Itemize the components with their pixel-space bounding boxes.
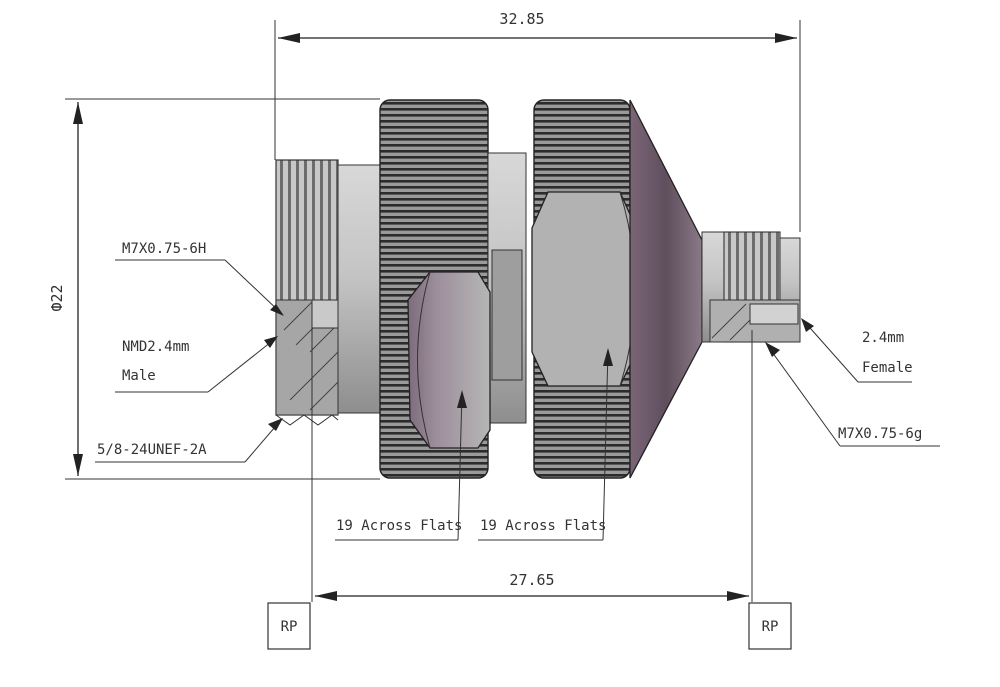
m7-6h-label: M7X0.75-6H <box>122 241 206 257</box>
across-flats-left-label: 19 Across Flats <box>336 518 462 534</box>
callout-m7-6h: M7X0.75-6H <box>115 241 284 316</box>
callout-unef: 5/8-24UNEF-2A <box>95 418 283 463</box>
overall-length-value: 32.85 <box>499 10 544 28</box>
callout-m7-6g: M7X0.75-6g <box>765 342 940 447</box>
female-label-line1: 2.4mm <box>862 330 904 346</box>
callout-female: 2.4mm Female <box>801 318 913 383</box>
unef-label: 5/8-24UNEF-2A <box>97 442 207 458</box>
m7-6g-label: M7X0.75-6g <box>838 426 922 442</box>
callout-across-flats-left: 19 Across Flats <box>335 390 467 541</box>
callout-nmd-male: NMD2.4mm Male <box>115 336 278 393</box>
rp-right-label: RP <box>762 619 779 635</box>
rp-left-label: RP <box>281 619 298 635</box>
rp-to-rp-value: 27.65 <box>509 571 554 589</box>
female-label-line2: Female <box>862 360 913 376</box>
diameter-value: Ф22 <box>48 284 66 311</box>
nmd-label-line1: NMD2.4mm <box>122 339 189 355</box>
reference-point-right: RP <box>748 602 792 650</box>
dimension-overall-length: 32.85 <box>274 10 801 232</box>
connector-body <box>275 99 801 479</box>
across-flats-right-label: 19 Across Flats <box>480 518 606 534</box>
nmd-label-line2: Male <box>122 368 156 384</box>
callout-across-flats-right: 19 Across Flats <box>478 348 613 541</box>
dimension-rp-to-rp: 27.65 <box>311 310 753 602</box>
reference-point-left: RP <box>267 602 311 650</box>
dimension-diameter: Ф22 <box>48 98 380 480</box>
